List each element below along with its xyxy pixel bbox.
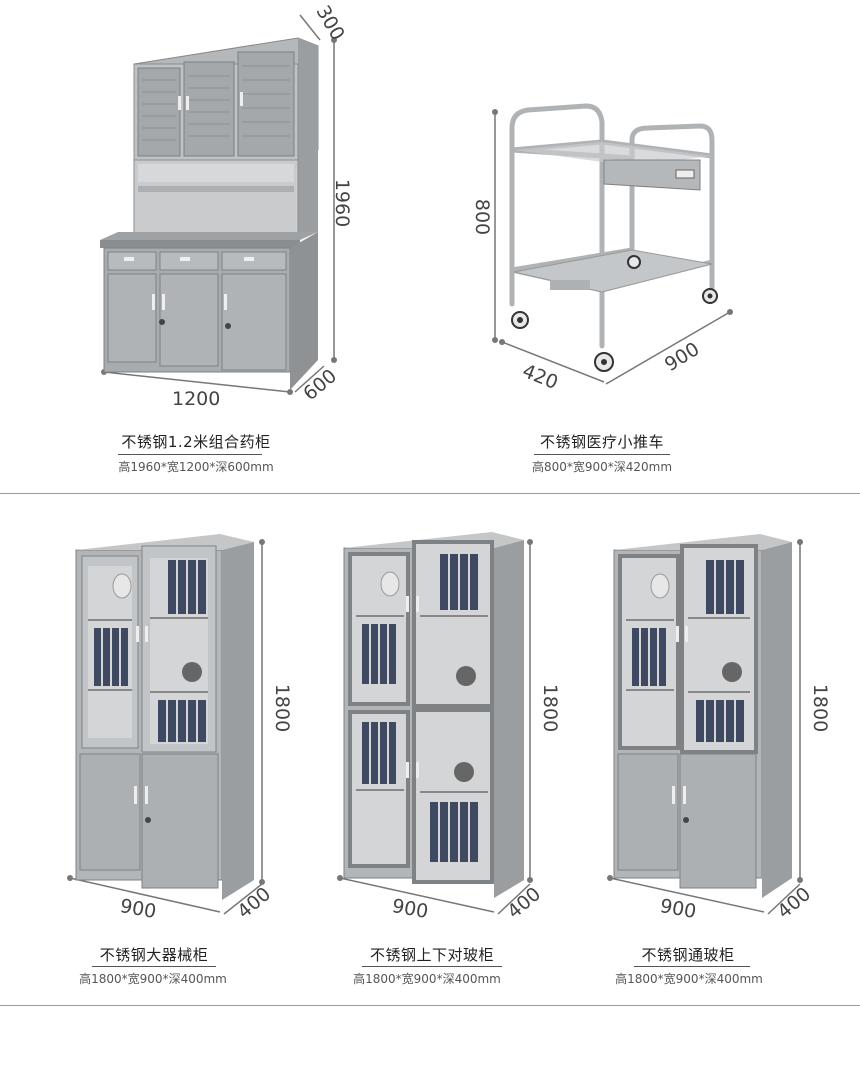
product-spec: 高1800*宽900*深400mm <box>79 972 227 986</box>
section-divider <box>0 493 860 494</box>
title-underline <box>362 966 502 967</box>
title-underline <box>118 454 262 455</box>
dim-width: 1200 <box>172 388 221 410</box>
title-underline <box>534 454 670 455</box>
product-title: 不锈钢通玻柜 <box>641 946 735 964</box>
product-title: 不锈钢1.2米组合药柜 <box>121 433 271 451</box>
product-title: 不锈钢大器械柜 <box>99 946 209 964</box>
product-title: 不锈钢上下对玻柜 <box>369 946 494 964</box>
product-spec: 高1800*宽900*深400mm <box>353 972 501 986</box>
section-divider-bottom <box>0 1005 860 1006</box>
dim-height: 1800 <box>809 683 832 733</box>
product-spec: 高1960*宽1200*深600mm <box>118 460 274 474</box>
product-spec: 高1800*宽900*深400mm <box>615 972 763 986</box>
product-spec: 高800*宽900*深420mm <box>531 460 673 474</box>
product-title: 不锈钢医疗小推车 <box>539 433 664 451</box>
title-underline <box>92 966 216 967</box>
title-underline <box>634 966 750 967</box>
